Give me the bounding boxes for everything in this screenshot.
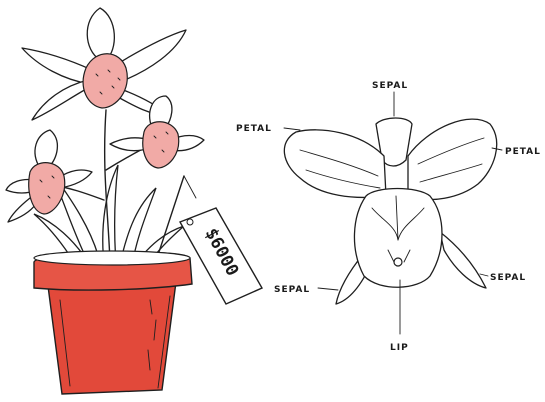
label-petal-right: PETAL [505,147,541,157]
label-sepal-right: SEPAL [490,273,526,283]
clay-pot [34,251,192,394]
orchid-diagram: SEPAL PETAL PETAL SEPAL SEPAL LIP [236,81,541,353]
potted-orchid: $6000 [6,8,262,394]
orchid-flower-left [6,130,92,222]
orchid-flower-right [110,96,204,168]
label-lip: LIP [390,343,409,353]
label-petal-left: PETAL [236,124,272,134]
petal-left-shape [284,130,386,198]
label-sepal-top: SEPAL [372,81,408,91]
sepal-right-shape [440,232,486,288]
label-sepal-left: SEPAL [274,285,310,295]
petal-right-shape [408,119,497,199]
price-tag: $6000 [180,208,262,304]
